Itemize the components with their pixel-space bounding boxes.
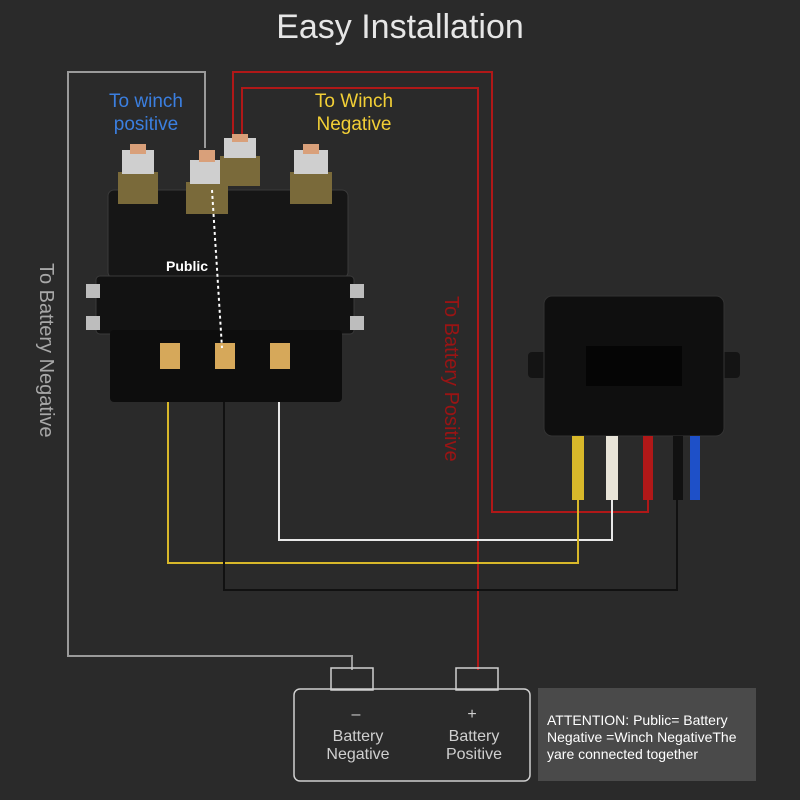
terminal-spade-3 — [270, 343, 290, 369]
label-to-winch-positive: To winch positive — [109, 91, 183, 135]
black-control-wire — [223, 358, 678, 591]
white-control-wire — [278, 358, 613, 541]
yellow-control-wire — [167, 358, 579, 564]
receiver-module — [528, 295, 740, 500]
battery-negative-wire — [67, 71, 353, 670]
attention-note: ATTENTION: Public= Battery Negative =Win… — [538, 688, 756, 781]
label-to-battery-positive: To Battery Positive — [440, 296, 462, 462]
terminal-spade-2 — [215, 343, 235, 369]
battery-negative-symbol: – — [351, 706, 361, 723]
terminal-post-2 — [186, 150, 228, 214]
battery — [293, 667, 531, 782]
label-to-winch-negative: To Winch Negative — [314, 91, 394, 135]
battery-positive-label: Battery Positive — [445, 728, 503, 763]
winch-solenoid — [86, 134, 364, 402]
terminal-post-4 — [290, 144, 332, 204]
terminal-post-3 — [220, 134, 260, 186]
battery-positive-wire — [232, 71, 649, 513]
label-public: Public — [166, 258, 209, 274]
battery-negative-label: Battery Negative — [326, 728, 390, 763]
terminal-spade-1 — [160, 343, 180, 369]
page-title: Easy Installation — [276, 8, 524, 46]
public-dotted-link — [211, 189, 223, 349]
battery-positive-symbol: + — [467, 706, 477, 723]
label-to-battery-negative: To Battery Negative — [35, 263, 57, 438]
battery-positive-wire-inner — [241, 87, 479, 670]
terminal-post-1 — [118, 144, 158, 204]
